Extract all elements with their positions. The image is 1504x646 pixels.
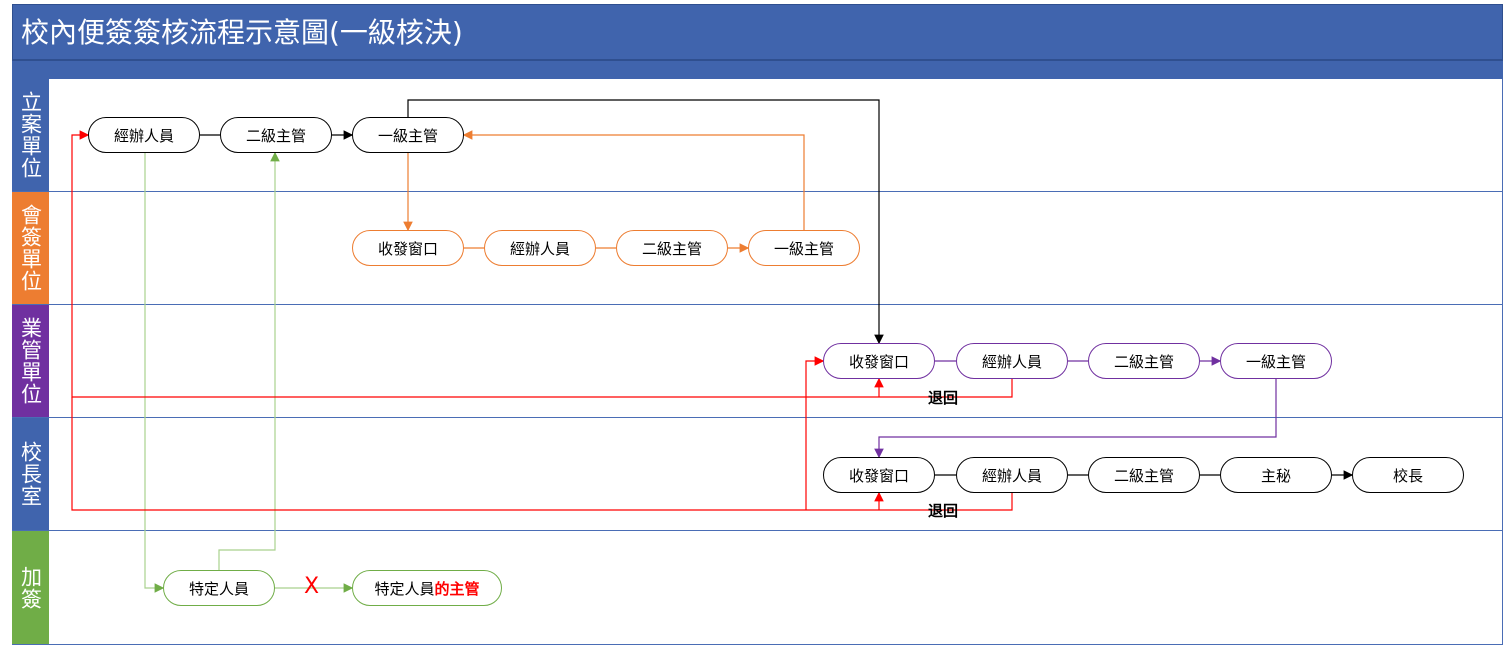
node-specific-person: 特定人員 (163, 570, 275, 606)
node-specific-person-supervisor: 特定人員的主管 (352, 570, 502, 606)
node-president: 校長 (1352, 457, 1464, 493)
node-first-level-supervisor: 一級主管 (1220, 343, 1332, 379)
node-handler: 經辦人員 (956, 343, 1068, 379)
lane-additional-sign: 加簽 (12, 531, 1503, 645)
node-second-level-supervisor: 二級主管 (1088, 457, 1200, 493)
node-second-level-supervisor: 二級主管 (1088, 343, 1200, 379)
node-handler: 經辦人員 (484, 230, 596, 266)
lane-business-unit: 業管單位 (12, 305, 1503, 418)
node-first-level-supervisor: 一級主管 (748, 230, 860, 266)
return-label: 退回 (928, 502, 959, 520)
lane-label: 會簽單位 (12, 192, 49, 304)
lane-label: 立案單位 (12, 79, 49, 191)
node-first-level-supervisor: 一級主管 (352, 117, 464, 153)
node-receiving-window: 收發窗口 (352, 230, 464, 266)
blocked-mark: X (304, 574, 320, 599)
node-handler: 經辦人員 (956, 457, 1068, 493)
lane-label: 校長室 (12, 418, 49, 530)
diagram-title: 校內便簽簽核流程示意圖(一級核決) (12, 4, 1503, 60)
node-receiving-window: 收發窗口 (823, 457, 935, 493)
node-second-level-supervisor: 二級主管 (616, 230, 728, 266)
node-second-level-supervisor: 二級主管 (220, 117, 332, 153)
node-receiving-window: 收發窗口 (823, 343, 935, 379)
lane-president-office: 校長室 (12, 418, 1503, 531)
node-handler: 經辦人員 (88, 117, 200, 153)
header-band (12, 60, 1503, 79)
return-label: 退回 (928, 389, 959, 407)
node-text-highlight: 的主管 (434, 579, 480, 598)
lane-countersign-unit: 會簽單位 (12, 192, 1503, 305)
lane-label: 業管單位 (12, 305, 49, 417)
lane-label: 加簽 (12, 531, 49, 644)
lane-initiating-unit: 立案單位 (12, 79, 1503, 192)
node-chief-secretary: 主秘 (1220, 457, 1332, 493)
node-text: 特定人員 (374, 579, 435, 598)
